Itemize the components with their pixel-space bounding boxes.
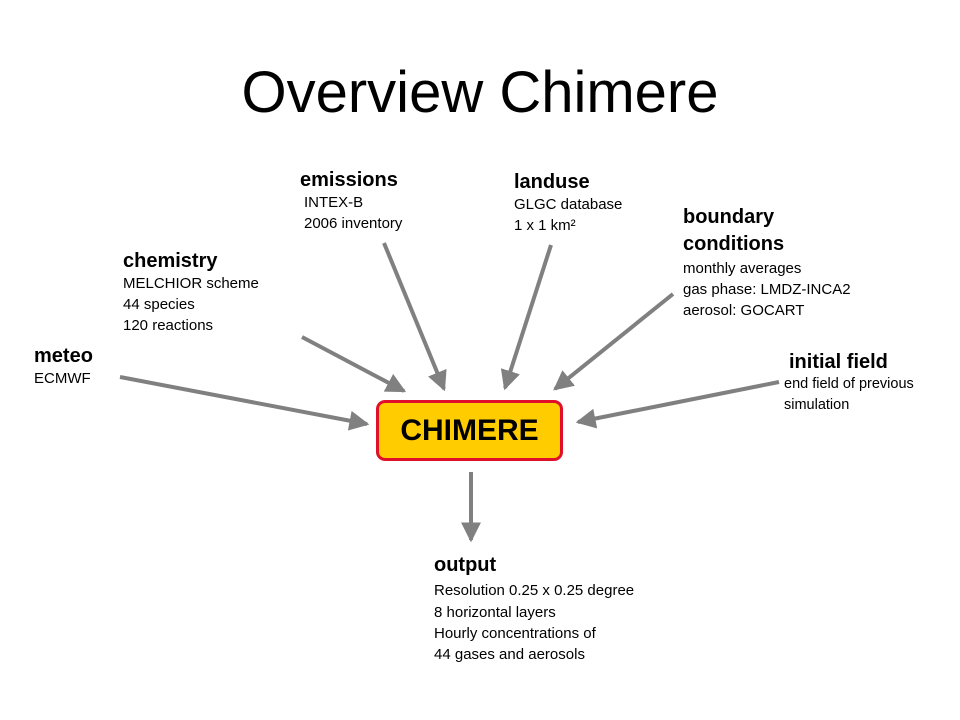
- arrow-landuse: [500, 244, 553, 391]
- initial-field-label: initial field: [789, 351, 888, 373]
- output-label: output: [434, 554, 497, 576]
- chemistry-node: chemistry MELCHIOR scheme 44 species 120…: [123, 249, 259, 336]
- boundary-line: monthly averages: [683, 260, 802, 277]
- emissions-node: emissions INTEX-B 2006 inventory: [300, 168, 402, 234]
- chemistry-label: chemistry: [123, 250, 218, 272]
- boundary-label-line1: boundary: [683, 206, 775, 228]
- boundary-line: gas phase: LMDZ-INCA2: [683, 281, 851, 298]
- emissions-line: 2006 inventory: [304, 215, 403, 232]
- meteo-label: meteo: [34, 345, 93, 367]
- meteo-node: meteo ECMWF: [34, 344, 93, 389]
- output-node: output Resolution 0.25 x 0.25 degree 8 h…: [434, 553, 634, 665]
- boundary-label-line2: conditions: [683, 233, 785, 255]
- initial-field-line: simulation: [784, 397, 850, 413]
- arrow-emissions: [382, 242, 447, 392]
- emissions-label: emissions: [300, 169, 398, 191]
- output-line: 8 horizontal layers: [434, 604, 556, 621]
- landuse-label: landuse: [514, 171, 590, 193]
- output-line: Resolution 0.25 x 0.25 degree: [434, 582, 635, 599]
- arrow-meteo: [119, 375, 370, 431]
- output-line: Hourly concentrations of: [434, 625, 596, 642]
- chimere-node: CHIMERE: [376, 400, 563, 461]
- output-line: 44 gases and aerosols: [434, 646, 585, 663]
- initial-field-node: initial field end field of previous simu…: [784, 350, 914, 416]
- boundary-conditions-node: boundary conditions monthly averages gas…: [683, 204, 851, 321]
- chimere-label: CHIMERE: [400, 413, 539, 447]
- emissions-line: INTEX-B: [304, 194, 364, 211]
- chemistry-line: 44 species: [123, 296, 195, 313]
- arrow-initial: [575, 380, 780, 429]
- arrow-boundary: [553, 292, 675, 391]
- landuse-line: GLGC database: [514, 196, 623, 213]
- arrow-chemistry: [301, 335, 407, 393]
- meteo-line: ECMWF: [34, 370, 91, 387]
- initial-field-line: end field of previous: [784, 376, 914, 392]
- landuse-line: 1 x 1 km²: [514, 217, 576, 234]
- boundary-line: aerosol: GOCART: [683, 302, 805, 319]
- landuse-node: landuse GLGC database 1 x 1 km²: [514, 170, 622, 236]
- chemistry-line: MELCHIOR scheme: [123, 275, 259, 292]
- page-title: Overview Chimere: [241, 60, 719, 125]
- chemistry-line: 120 reactions: [123, 317, 214, 334]
